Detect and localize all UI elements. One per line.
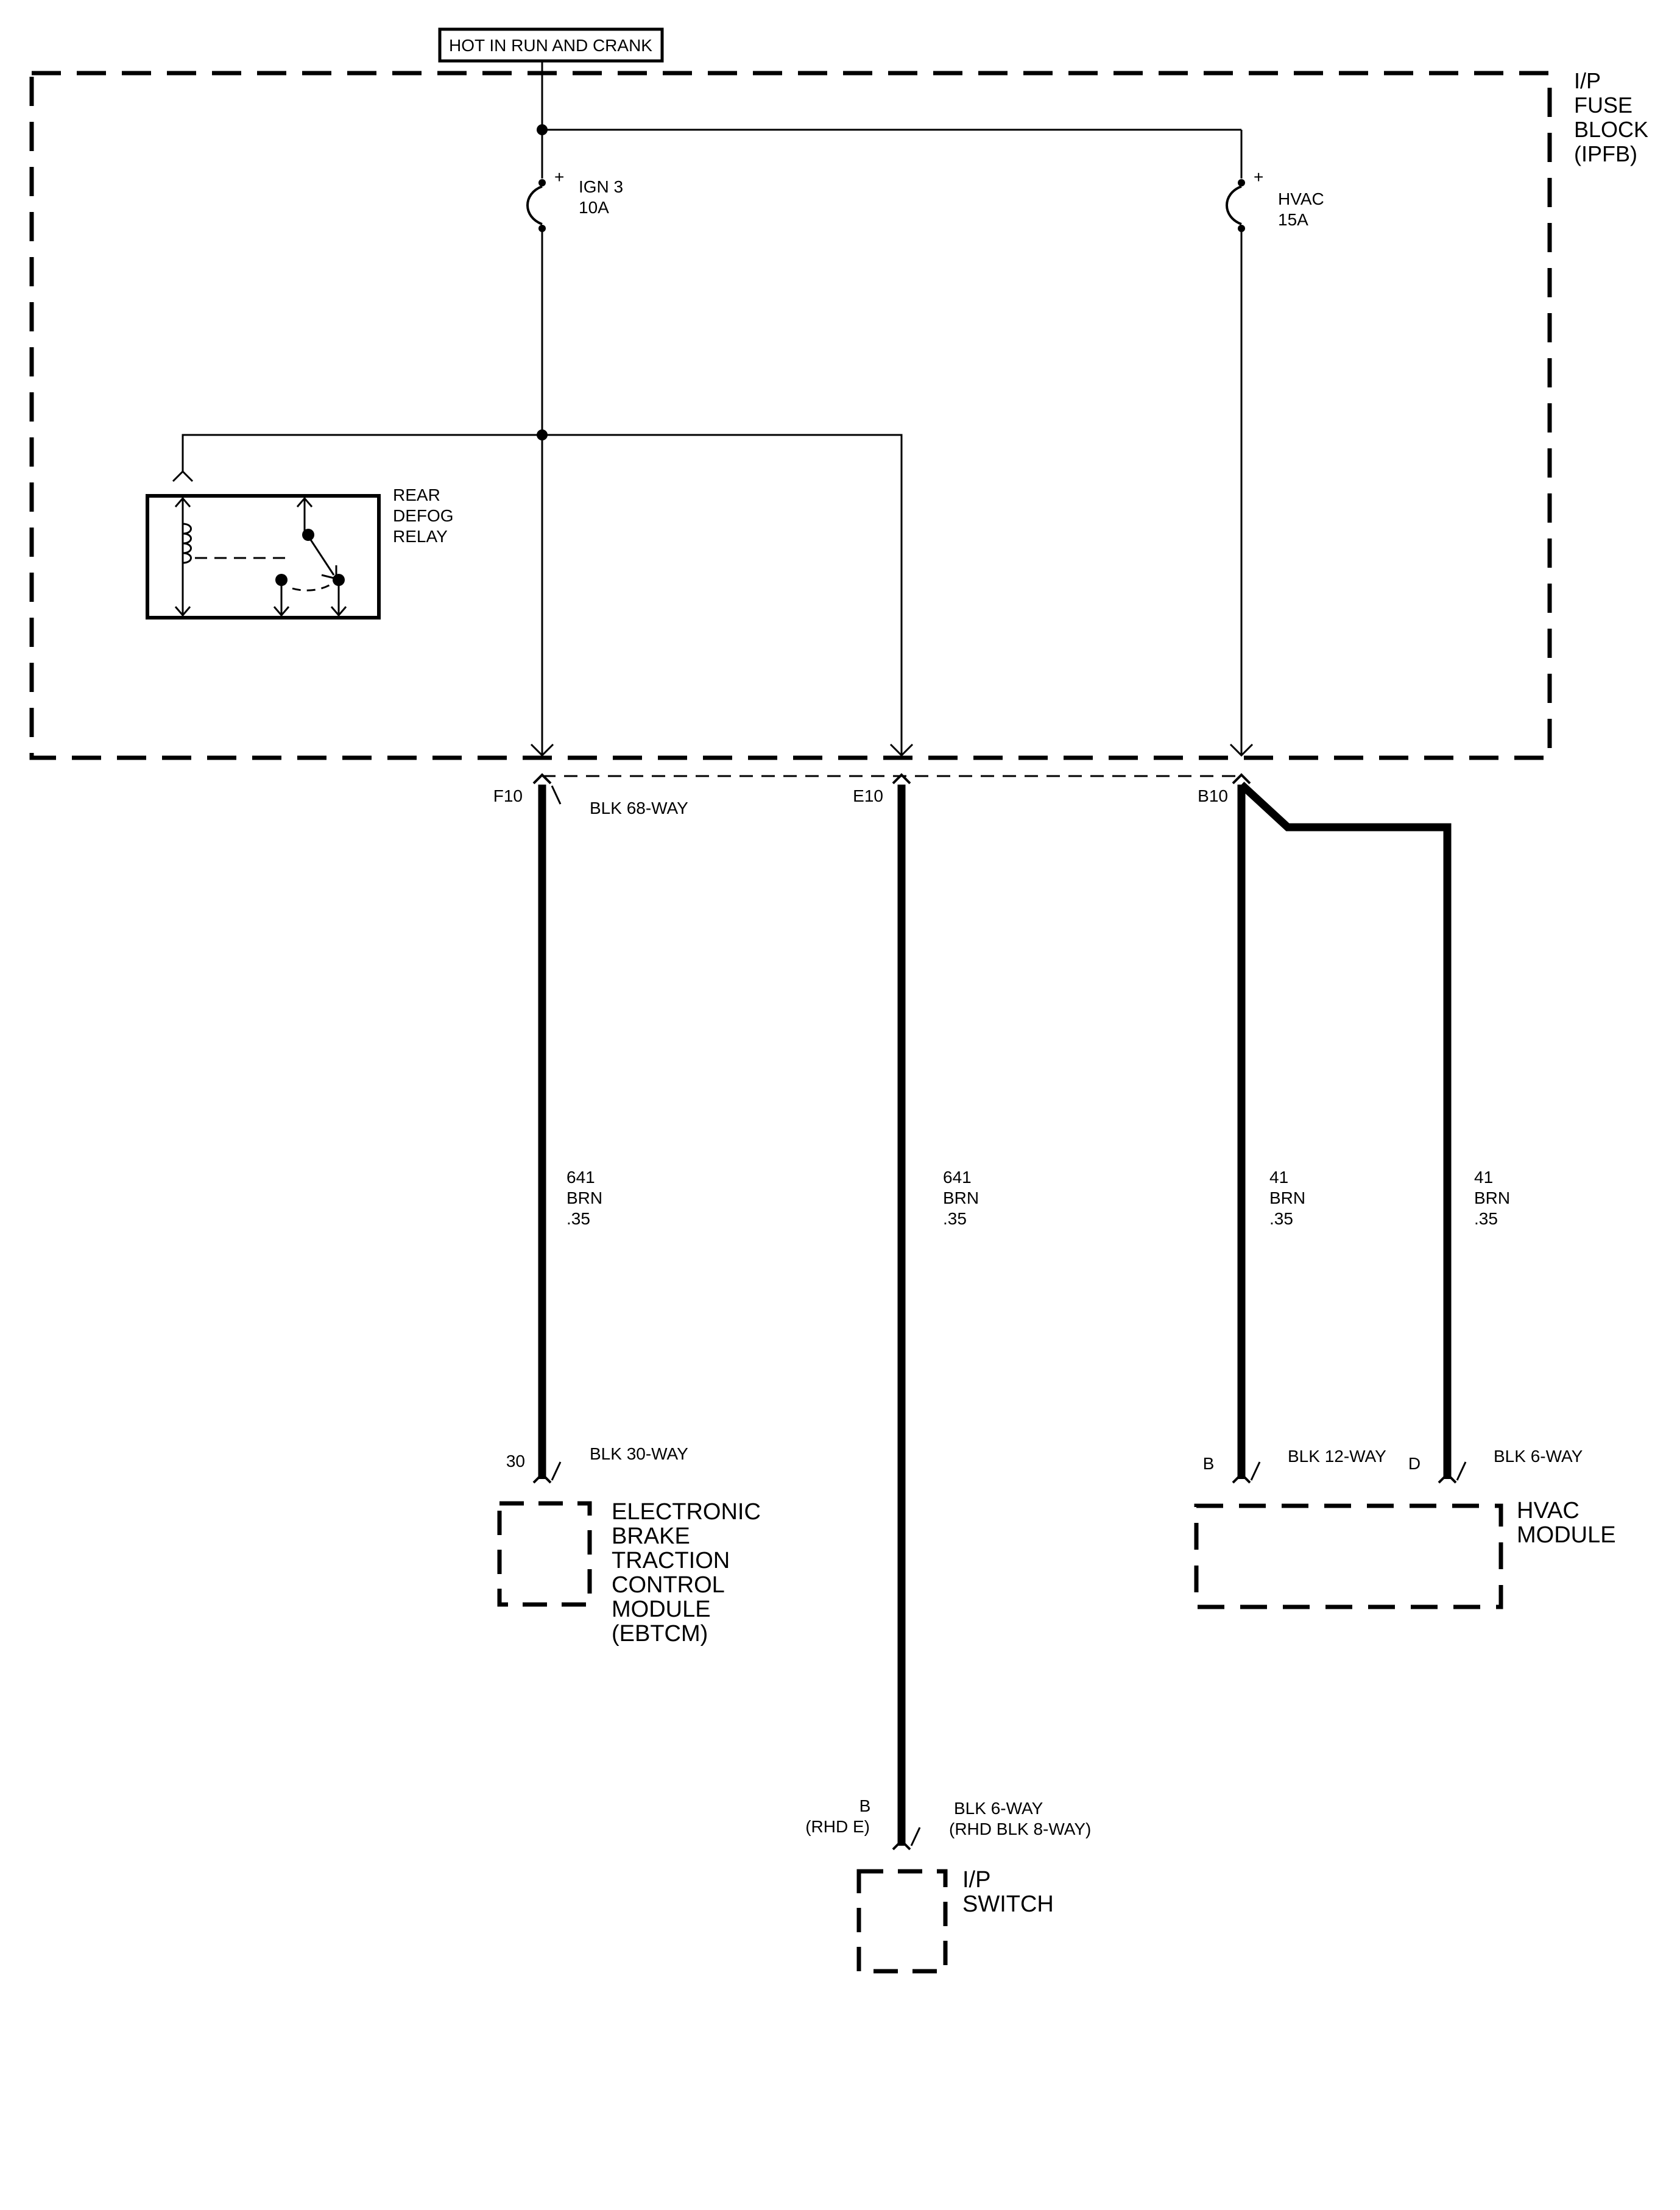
splice-dot <box>537 429 548 440</box>
ip-switch-connector: B (RHD E) BLK 6-WAY (RHD BLK 8-WAY) <box>805 1796 1091 1851</box>
svg-text:641: 641 <box>566 1168 595 1187</box>
ebtcm-connector: 30 BLK 30-WAY <box>506 1444 688 1484</box>
hvac-module-box <box>1194 1503 1503 1609</box>
svg-text:BLOCK: BLOCK <box>1574 117 1648 142</box>
ipfb-connector-label: BLK 68-WAY <box>590 799 688 817</box>
fuse-hvac: + HVAC 15A <box>1226 168 1324 232</box>
ipfb-terminals <box>530 743 1254 757</box>
hvac-connector-b-label: BLK 12-WAY <box>1288 1447 1386 1466</box>
wire-label-1: 641 BRN .35 <box>566 1168 602 1228</box>
pin-f10: F10 <box>493 786 523 805</box>
relay-label-1: REAR <box>393 485 440 504</box>
fuse-ign3: + IGN 3 10A <box>526 168 623 232</box>
svg-text:41: 41 <box>1474 1168 1493 1187</box>
svg-text:.35: .35 <box>1269 1209 1293 1228</box>
ebtcm-pin: 30 <box>506 1452 525 1470</box>
hvac-module-label: HVAC MODULE <box>1517 1498 1616 1548</box>
relay-label-3: RELAY <box>393 527 448 546</box>
svg-text:+: + <box>554 168 564 186</box>
power-source-box: HOT IN RUN AND CRANK <box>438 27 664 63</box>
svg-text:FUSE: FUSE <box>1574 93 1632 118</box>
fuse-block-label: I/P FUSE BLOCK (IPFB) <box>1574 68 1648 166</box>
svg-text:ELECTRONIC: ELECTRONIC <box>612 1499 761 1525</box>
ip-switch-box <box>856 1869 948 1974</box>
svg-text:BRN: BRN <box>1474 1188 1510 1207</box>
wire-label-4: 41 BRN .35 <box>1474 1168 1510 1228</box>
ebtcm-connector-label: BLK 30-WAY <box>590 1444 688 1463</box>
svg-text:.35: .35 <box>566 1209 590 1228</box>
pin-b10: B10 <box>1198 786 1228 805</box>
svg-text:MODULE: MODULE <box>1517 1522 1616 1548</box>
svg-text:.35: .35 <box>943 1209 967 1228</box>
svg-text:TRACTION: TRACTION <box>612 1548 730 1573</box>
fuse-hvac-rating: 15A <box>1278 210 1308 229</box>
fuse-ign3-name: IGN 3 <box>579 177 623 196</box>
fuse-hvac-name: HVAC <box>1278 189 1324 208</box>
fuse-block-boundary <box>29 71 1552 760</box>
ip-switch-connector-label: BLK 6-WAY <box>954 1799 1043 1818</box>
svg-text:+: + <box>1254 168 1263 186</box>
harness-wires <box>538 782 1452 1846</box>
ip-switch-pin: B <box>859 1796 871 1815</box>
rear-defog-relay: REAR DEFOG RELAY <box>146 470 454 620</box>
svg-text:641: 641 <box>943 1168 972 1187</box>
svg-text:BRN: BRN <box>1269 1188 1305 1207</box>
hvac-pin-b: B <box>1203 1454 1215 1473</box>
svg-text:SWITCH: SWITCH <box>962 1891 1054 1917</box>
svg-text:CONTROL: CONTROL <box>612 1572 725 1598</box>
svg-text:I/P: I/P <box>1574 68 1601 93</box>
ip-switch-pin-alt: (RHD E) <box>805 1817 870 1836</box>
svg-text:(IPFB): (IPFB) <box>1574 141 1637 166</box>
ebtcm-box <box>497 1501 592 1607</box>
fuse-ign3-rating: 10A <box>579 198 609 217</box>
splice-dot <box>537 124 548 135</box>
hvac-connector-d: D BLK 6-WAY <box>1408 1447 1583 1484</box>
svg-text:BRN: BRN <box>943 1188 979 1207</box>
svg-text:I/P: I/P <box>962 1867 990 1893</box>
wire-label-2: 641 BRN .35 <box>943 1168 979 1228</box>
ebtcm-label: ELECTRONIC BRAKE TRACTION CONTROL MODULE… <box>612 1499 761 1647</box>
hvac-pin-d: D <box>1408 1454 1421 1473</box>
svg-text:BRAKE: BRAKE <box>612 1523 690 1549</box>
internal-wiring <box>182 61 1243 754</box>
svg-text:41: 41 <box>1269 1168 1288 1187</box>
pin-e10: E10 <box>853 786 883 805</box>
svg-text:MODULE: MODULE <box>612 1597 711 1622</box>
svg-text:BRN: BRN <box>566 1188 602 1207</box>
relay-label-2: DEFOG <box>393 506 454 525</box>
hvac-connector-b: B BLK 12-WAY <box>1203 1447 1386 1484</box>
wire-label-3: 41 BRN .35 <box>1269 1168 1305 1228</box>
svg-text:.35: .35 <box>1474 1209 1498 1228</box>
hvac-connector-d-label: BLK 6-WAY <box>1494 1447 1583 1466</box>
svg-text:HVAC: HVAC <box>1517 1498 1579 1523</box>
ip-switch-connector-alt: (RHD BLK 8-WAY) <box>949 1820 1091 1838</box>
svg-text:(EBTCM): (EBTCM) <box>612 1621 708 1647</box>
ip-switch-label: I/P SWITCH <box>962 1867 1054 1917</box>
connector-chevrons <box>532 773 1251 785</box>
power-source-label: HOT IN RUN AND CRANK <box>449 36 652 55</box>
